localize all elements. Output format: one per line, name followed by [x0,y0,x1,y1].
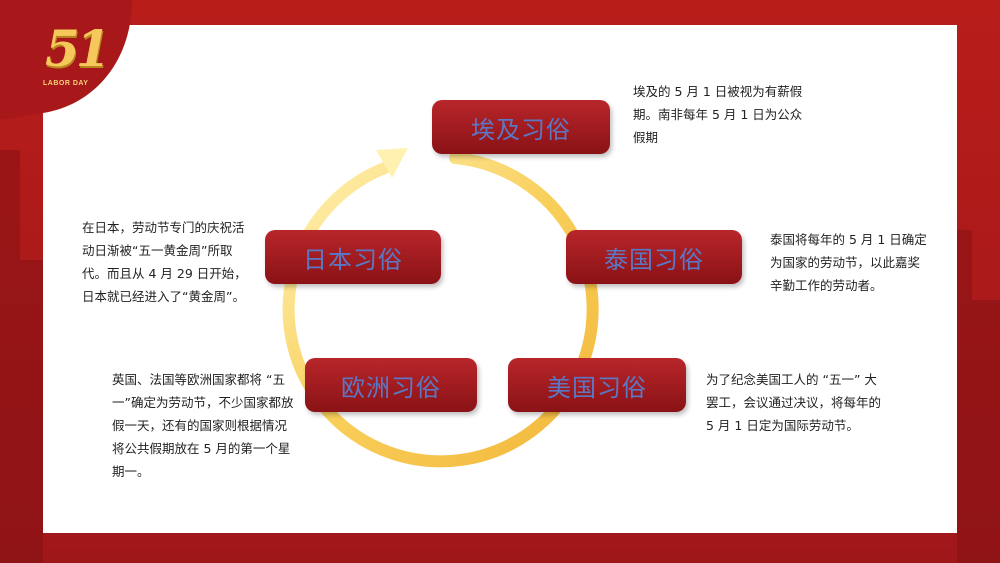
node-usa-label: 美国习俗 [547,373,647,402]
node-japan-label: 日本习俗 [303,245,403,274]
node-thailand: 泰国习俗 [566,230,742,284]
desc-usa: 为了纪念美国工人的 “五一” 大罢工，会议通过决议，将每年的 5 月 1 日定为… [706,372,882,433]
desc-thailand: 泰国将每年的 5 月 1 日确定为国家的劳动节，以此嘉奖辛勤工作的劳动者。 [770,232,927,293]
node-egypt-label: 埃及习俗 [471,115,571,144]
labor-day-logo: 51 LABOR DAY [0,0,140,120]
node-europe: 欧洲习俗 [305,358,477,412]
desc-egypt: 埃及的 5 月 1 日被视为有薪假期。南非每年 5 月 1 日为公众假期 [633,84,803,145]
desc-europe: 英国、法国等欧洲国家都将 “五一”确定为劳动节，不少国家都放假一天，还有的国家则… [112,372,294,479]
node-europe-label: 欧洲习俗 [341,373,441,402]
logo-number: 51 [45,19,111,78]
node-thailand-label: 泰国习俗 [604,245,704,274]
node-japan: 日本习俗 [265,230,441,284]
cycle-arrowhead [376,148,408,178]
node-usa: 美国习俗 [508,358,686,412]
cycle-arc [282,152,599,468]
desc-japan: 在日本，劳动节专门的庆祝活动日渐被“五一黄金周”所取代。而且从 4 月 29 日… [82,220,247,304]
logo-caption: LABOR DAY [43,80,89,87]
node-egypt: 埃及习俗 [432,100,610,154]
